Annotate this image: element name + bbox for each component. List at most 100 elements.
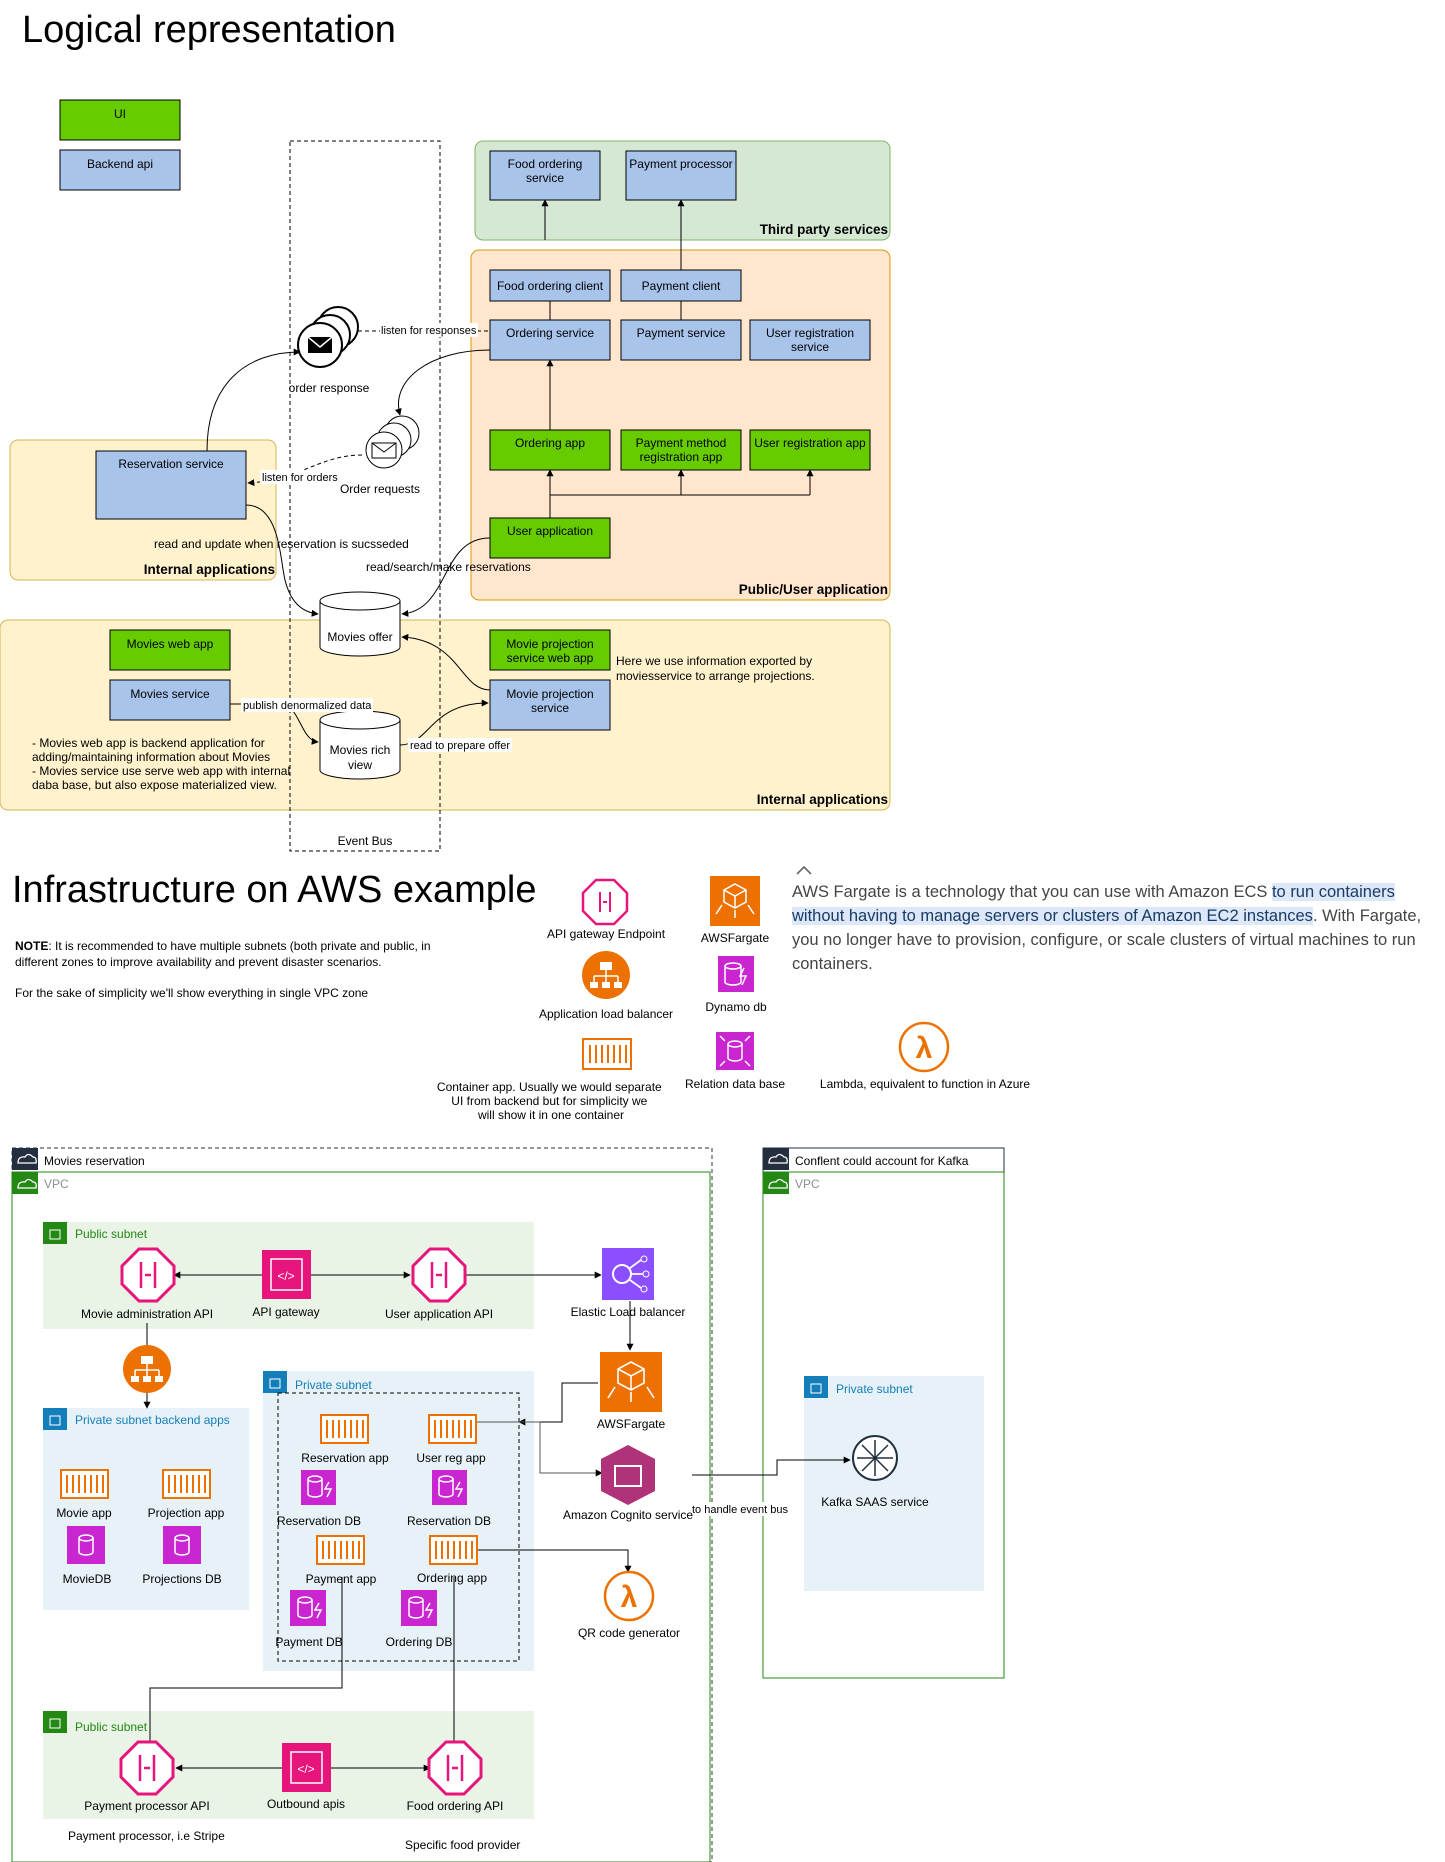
load-balancer-icon	[582, 951, 630, 999]
fargate-icon	[710, 876, 760, 926]
node-projections-db: Projections DB	[142, 1526, 222, 1586]
logical-edges	[206, 199, 814, 746]
lock-icon	[49, 1718, 61, 1729]
load-balancer-icon	[123, 1345, 171, 1393]
node-payment-db: Payment DB	[275, 1590, 343, 1649]
svg-text:Movies offer: Movies offer	[327, 630, 392, 644]
node-movies-web-app: Movies web app	[109, 629, 231, 671]
event-bus: Event Bus	[289, 140, 441, 852]
vpc-main: VPC	[11, 1171, 711, 1862]
legend-relation-database: Relation data base	[685, 1032, 785, 1091]
dynamodb-icon	[401, 1590, 437, 1626]
endpoint-icon	[427, 1740, 483, 1796]
svg-text:Ordering service: Ordering service	[506, 326, 594, 340]
cloud-icon	[768, 1153, 788, 1164]
svg-text:AWSFargate: AWSFargate	[597, 1417, 666, 1431]
elb-icon	[602, 1248, 654, 1300]
endpoint-icon	[581, 878, 629, 926]
svg-text:Event Bus: Event Bus	[338, 834, 393, 848]
svg-text:Dynamo db: Dynamo db	[705, 1000, 767, 1014]
svg-text:Lambda, equivalent to function: Lambda, equivalent to function in Azure	[820, 1077, 1030, 1091]
db-movies-offer: Movies offer	[319, 591, 401, 657]
aws-title: Infrastructure on AWS example	[12, 869, 537, 911]
node-outbound-apis: </> Outbound apis	[267, 1743, 345, 1811]
fargate-desc-post: . With Fargate, you no longer have to pr…	[792, 907, 1422, 973]
svg-text:Internal applications: Internal applications	[144, 562, 275, 577]
svg-text:Order requests: Order requests	[340, 482, 420, 496]
svg-text:Amazon Cognito service: Amazon Cognito service	[563, 1508, 693, 1522]
node-elastic-load-balancer: Elastic Load balancer	[571, 1248, 686, 1319]
legend-dynamo-db: Dynamo db	[705, 956, 767, 1014]
fargate-desc-pre: AWS Fargate is a technology that you can…	[792, 883, 1272, 901]
svg-text:listen for orders: listen for orders	[262, 472, 338, 484]
node-reservation-db-2: Reservation DB	[407, 1470, 491, 1528]
svg-text:λ: λ	[916, 1032, 933, 1065]
node-food-ordering-client: Food ordering client	[489, 269, 611, 302]
svg-text:VPC: VPC	[795, 1177, 820, 1191]
lock-icon	[49, 1229, 61, 1240]
container-icon	[429, 1535, 478, 1565]
container-icon	[320, 1414, 369, 1444]
svg-text:Private subnet: Private subnet	[295, 1378, 372, 1392]
node-payment-client: Payment client	[620, 269, 742, 302]
svg-text:QR code generator: QR code generator	[578, 1626, 680, 1640]
chevron-up-icon[interactable]	[796, 865, 812, 875]
svg-text:Projection app: Projection app	[148, 1506, 225, 1520]
container-icon	[582, 1038, 632, 1070]
svg-text:Relation data base: Relation data base	[685, 1077, 785, 1091]
cognito-icon	[601, 1445, 655, 1505]
svg-text:Payment processor API: Payment processor API	[84, 1799, 209, 1813]
svg-text:Public subnet: Public subnet	[75, 1720, 148, 1734]
container-icon	[316, 1535, 365, 1565]
svg-text:Movie administration API: Movie administration API	[81, 1307, 213, 1321]
movies-note: - Movies web app is backend application …	[32, 736, 293, 792]
svg-text:API gateway Endpoint: API gateway Endpoint	[547, 927, 666, 941]
endpoint-icon	[120, 1247, 176, 1303]
lock-icon	[269, 1378, 281, 1389]
dynamodb-icon	[718, 956, 754, 992]
lock-icon	[810, 1383, 822, 1394]
node-ordering-db: Ordering DB	[386, 1590, 452, 1649]
svg-text:Movie app: Movie app	[56, 1506, 112, 1520]
dynamodb-icon	[290, 1590, 326, 1626]
vpc-confluent: VPC	[762, 1171, 1005, 1679]
lambda-icon: λ	[603, 1570, 655, 1622]
svg-text:Payment app: Payment app	[306, 1572, 377, 1586]
svg-text:read and update when reservati: read and update when reservation is sucs…	[154, 537, 409, 551]
svg-text:Movies reservation: Movies reservation	[44, 1154, 145, 1168]
svg-text:Projections DB: Projections DB	[142, 1572, 221, 1586]
svg-text:User application API: User application API	[385, 1307, 493, 1321]
node-ordering-app: Ordering app	[489, 429, 611, 471]
svg-text:read/search/make reservations: read/search/make reservations	[366, 560, 531, 574]
svg-text:Elastic Load balancer: Elastic Load balancer	[571, 1305, 686, 1319]
api-gateway-icon: </>	[282, 1743, 331, 1792]
svg-text:Reservation app: Reservation app	[301, 1451, 389, 1465]
cloud-confluent: Conflent could account for Kafka	[762, 1147, 1005, 1679]
logical-title: Logical representation	[22, 9, 396, 51]
container-icon	[162, 1469, 211, 1499]
node-ordering-app: Ordering app	[417, 1535, 487, 1585]
lock-icon	[49, 1415, 61, 1426]
svg-text:Private subnet backend apps: Private subnet backend apps	[75, 1413, 230, 1427]
private-subnet-backend: Private subnet backend apps	[43, 1408, 249, 1610]
dynamodb-icon	[432, 1470, 467, 1505]
lambda-icon: λ	[898, 1021, 950, 1073]
node-user-registration-app: User registration app	[749, 429, 871, 471]
node-movie-app: Movie app	[56, 1469, 112, 1520]
container-icon	[60, 1469, 109, 1499]
envelope-icon	[371, 442, 397, 459]
node-payment-service: Payment service	[620, 319, 742, 361]
node-movies-service: Movies service	[109, 679, 231, 721]
svg-text:AWSFargate: AWSFargate	[701, 931, 770, 945]
svg-text:Reservation DB: Reservation DB	[407, 1514, 491, 1528]
legend-lambda: λ Lambda, equivalent to function in Azur…	[820, 1021, 1030, 1091]
envelope-icon	[307, 336, 333, 353]
cloud-icon	[17, 1153, 37, 1164]
vpc-icon	[17, 1178, 37, 1189]
